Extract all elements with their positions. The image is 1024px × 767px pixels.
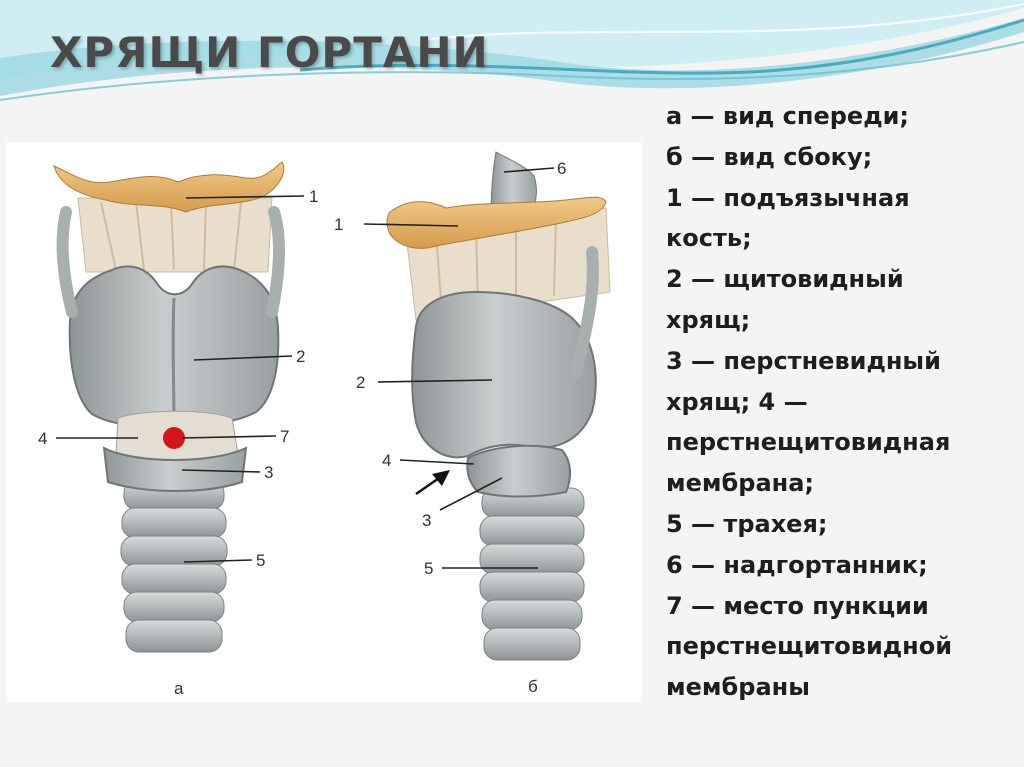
header-wave-decoration <box>0 0 1024 101</box>
side-view-drawing <box>386 151 611 661</box>
callout-b-6: 6 <box>557 159 566 178</box>
legend-line: 2 — щитовидный <box>666 265 904 294</box>
puncture-arrow <box>415 470 450 496</box>
figure-panel: 1 2 4 7 3 5 а <box>6 142 642 702</box>
legend-line: а — вид спереди; <box>666 102 909 130</box>
front-view-drawing <box>53 161 286 653</box>
larynx-illustration: 1 2 4 7 3 5 а <box>38 151 611 698</box>
callout-a-7: 7 <box>280 427 289 446</box>
callout-a-1: 1 <box>309 187 318 206</box>
legend-line: 5 — трахея; <box>666 509 828 538</box>
callout-a-4: 4 <box>38 429 47 448</box>
legend-line: перстнещитовидная <box>666 428 951 457</box>
side-view-leader-lines <box>363 167 555 569</box>
trachea-rings-side <box>479 487 585 661</box>
cricoid-cartilage <box>102 446 248 492</box>
legend-list: а — вид спереди; б — вид сбоку; 1 — подъ… <box>666 96 1022 708</box>
callout-b-2: 2 <box>356 373 365 392</box>
callout-a-2: 2 <box>296 347 305 366</box>
legend-line: мембраны <box>666 673 810 702</box>
trachea-rings <box>120 479 228 653</box>
callout-a-3: 3 <box>264 463 273 482</box>
legend-line: б — вид сбоку; <box>666 142 873 171</box>
legend-line: хрящ; <box>666 305 751 334</box>
slide-title: ХРЯЩИ ГОРТАНИ <box>50 28 489 77</box>
legend-line: хрящ; 4 — <box>666 387 808 416</box>
legend-line: 7 — место пункции <box>666 591 929 620</box>
callout-a-5: 5 <box>256 551 265 570</box>
legend-line: перстнещитовидной <box>666 632 953 661</box>
legend-line: 1 — подъязычная <box>666 183 910 212</box>
thyrohyoid-membrane <box>77 197 273 273</box>
front-view-leader-lines <box>56 195 305 563</box>
legend-line: 3 — перстневидный <box>666 346 941 375</box>
callout-b-4: 4 <box>382 451 391 470</box>
callout-b-3: 3 <box>422 511 431 530</box>
cricoid-cartilage-side <box>466 444 572 498</box>
hyoid-bone-side <box>386 196 607 249</box>
thyroid-cartilage-side <box>411 290 597 459</box>
legend-line: кость; <box>666 224 752 253</box>
hyoid-bone <box>53 161 285 213</box>
legend-line: мембрана; <box>666 469 815 498</box>
legend-line: 6 — надгортанник; <box>666 550 928 579</box>
panel-letter-b: б <box>528 677 538 696</box>
puncture-point-marker <box>163 427 185 449</box>
callout-b-1: 1 <box>334 215 343 234</box>
callout-b-5: 5 <box>424 559 433 578</box>
panel-letter-a: а <box>174 679 184 698</box>
